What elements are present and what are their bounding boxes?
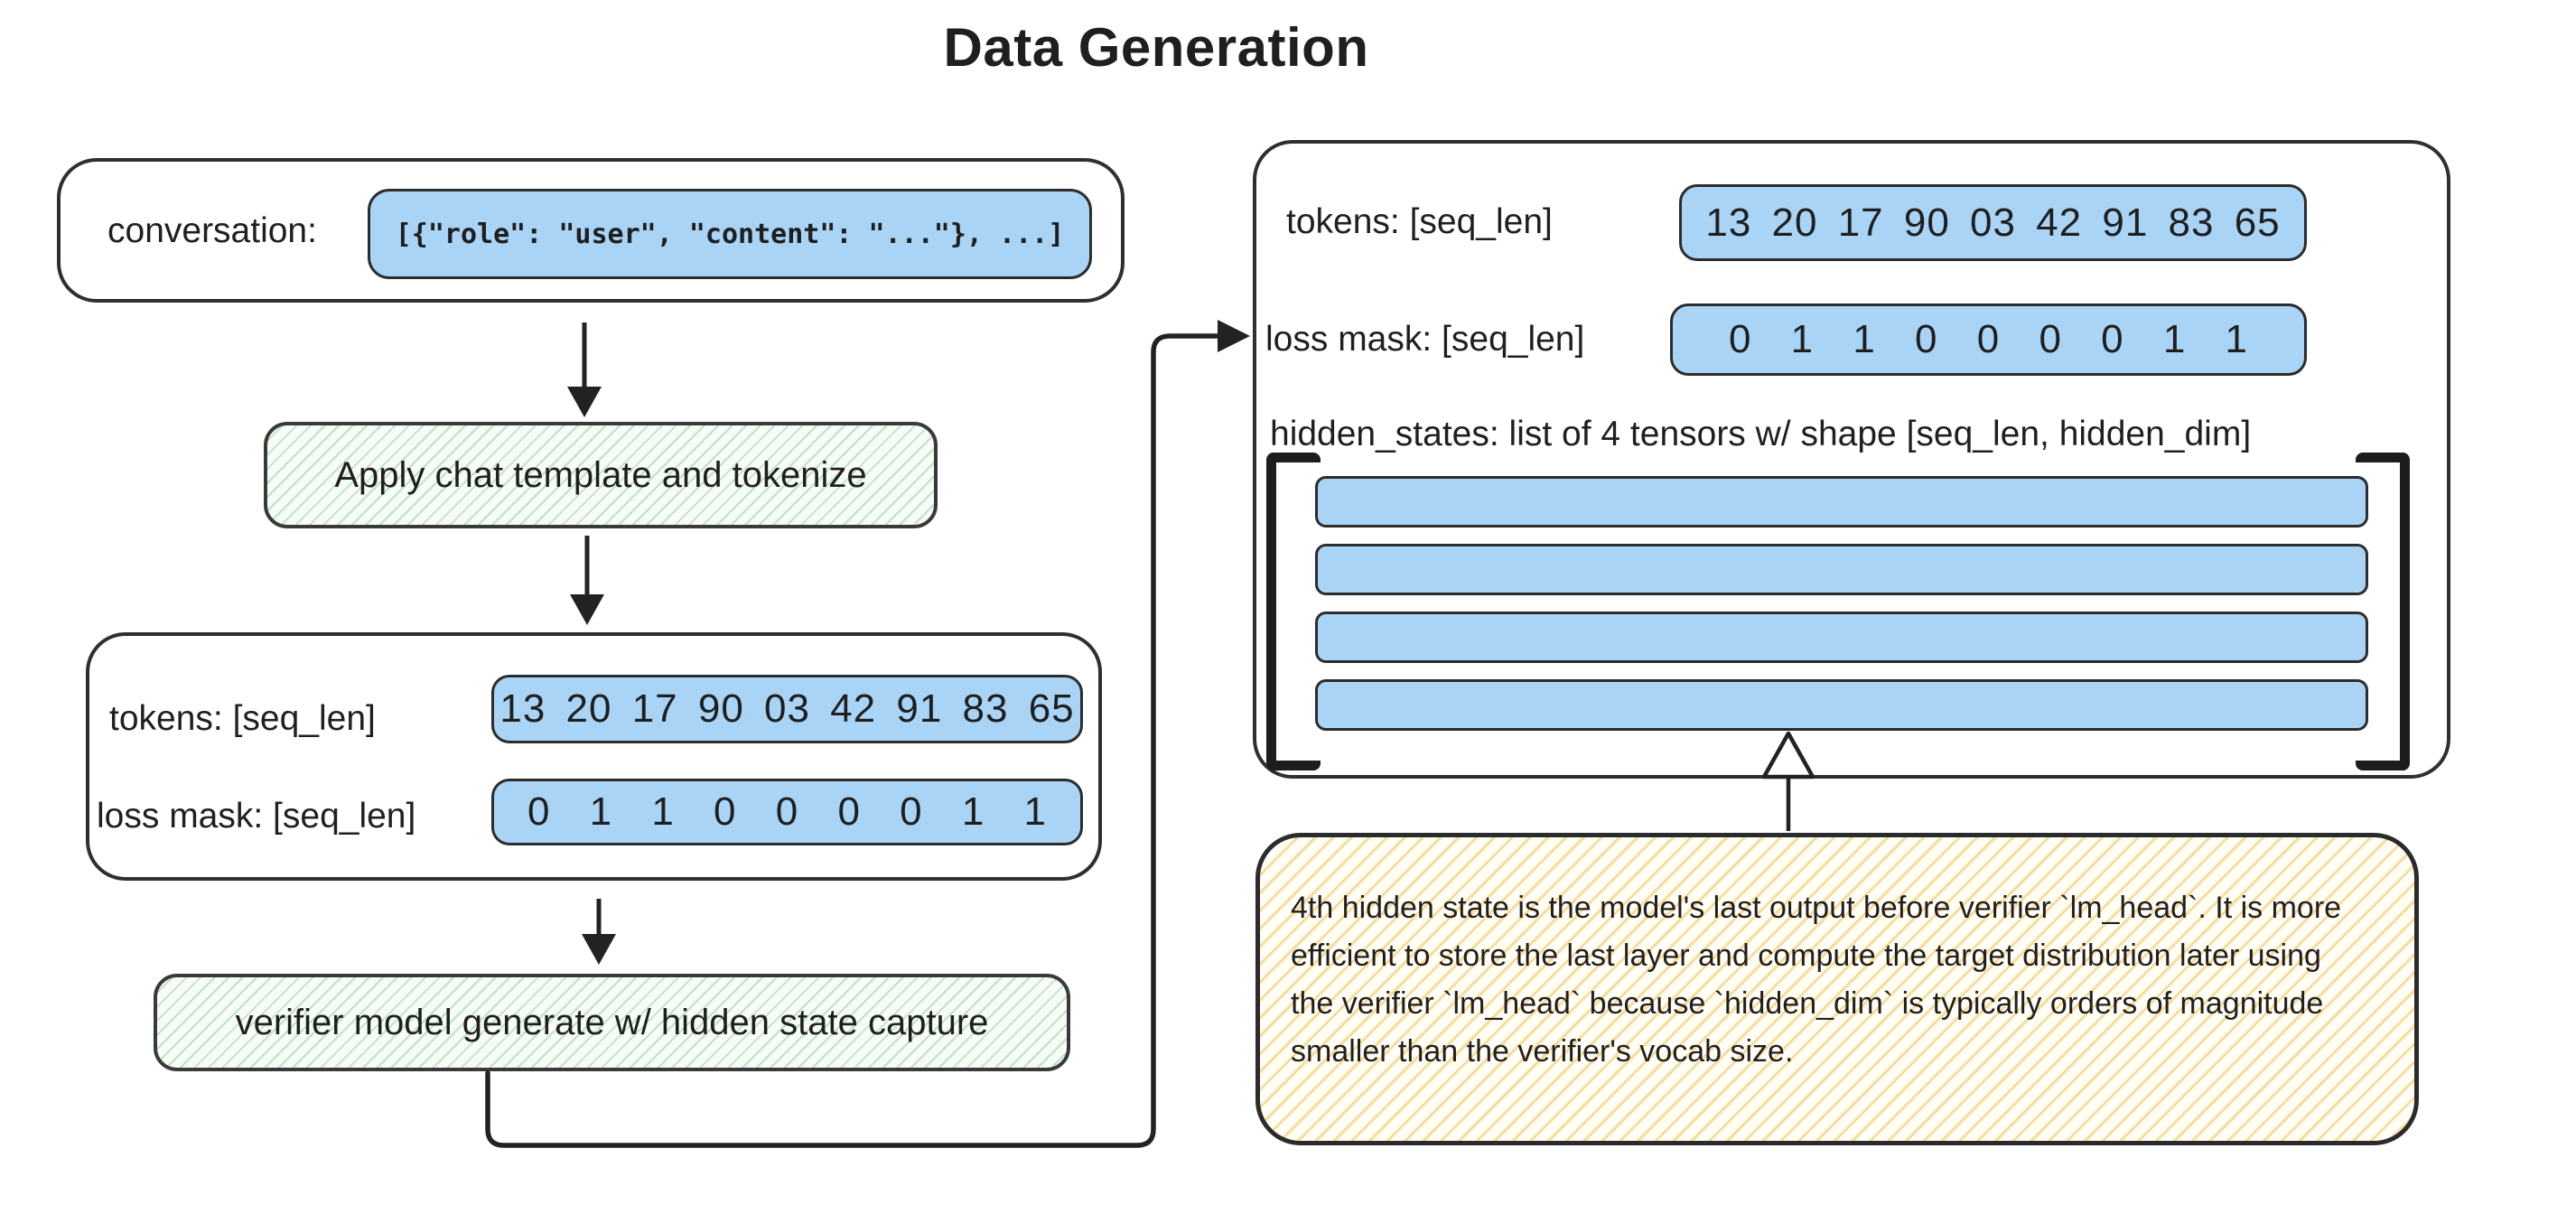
arrow-apply-to-tokens <box>570 536 604 625</box>
arrow-tokens-to-verifier <box>582 899 616 965</box>
left-loss-mask-label: loss mask: [seq_len] <box>97 797 416 836</box>
right-loss-mask-label: loss mask: [seq_len] <box>1265 320 1585 359</box>
step-apply-chat-template-label: Apply chat template and tokenize <box>334 454 867 495</box>
left-tokens-values-pill: 13 20 17 90 03 42 91 83 65 <box>491 675 1083 743</box>
left-loss-mask-values-pill: 0 1 1 0 0 0 0 1 1 <box>491 779 1083 845</box>
note-text: 4th hidden state is the model's last out… <box>1291 891 2342 1069</box>
note-box: 4th hidden state is the model's last out… <box>1255 833 2419 1145</box>
conversation-label: conversation: <box>107 211 317 250</box>
right-loss-mask-values-pill: 0 1 1 0 0 0 0 1 1 <box>1670 304 2307 376</box>
hidden-states-open-bracket <box>1266 453 1321 770</box>
hidden-states-bars <box>1315 476 2368 747</box>
hidden-state-bar <box>1315 679 2368 731</box>
hidden-states-label: hidden_states: list of 4 tensors w/ shap… <box>1270 415 2252 453</box>
hidden-states-close-bracket <box>2356 453 2410 770</box>
right-output-box: tokens: [seq_len] 13 20 17 90 03 42 91 8… <box>1253 140 2450 779</box>
right-tokens-values-pill: 13 20 17 90 03 42 91 83 65 <box>1679 184 2307 261</box>
hidden-state-bar <box>1315 476 2368 528</box>
arrow-conversation-to-apply <box>567 322 602 417</box>
step-verifier-generate: verifier model generate w/ hidden state … <box>154 974 1070 1071</box>
step-verifier-generate-label: verifier model generate w/ hidden state … <box>235 1002 989 1042</box>
left-tokens-box: tokens: [seq_len] 13 20 17 90 03 42 91 8… <box>86 632 1102 881</box>
step-apply-chat-template: Apply chat template and tokenize <box>264 422 938 528</box>
right-tokens-label: tokens: [seq_len] <box>1286 202 1553 241</box>
conversation-box: conversation: [{"role": "user", "content… <box>57 158 1125 303</box>
hidden-state-bar <box>1315 544 2368 595</box>
left-tokens-label: tokens: [seq_len] <box>109 699 376 738</box>
conversation-value-pill: [{"role": "user", "content": "..."}, ...… <box>368 189 1092 279</box>
hidden-state-bar <box>1315 612 2368 663</box>
page-title: Data Generation <box>943 17 1369 78</box>
